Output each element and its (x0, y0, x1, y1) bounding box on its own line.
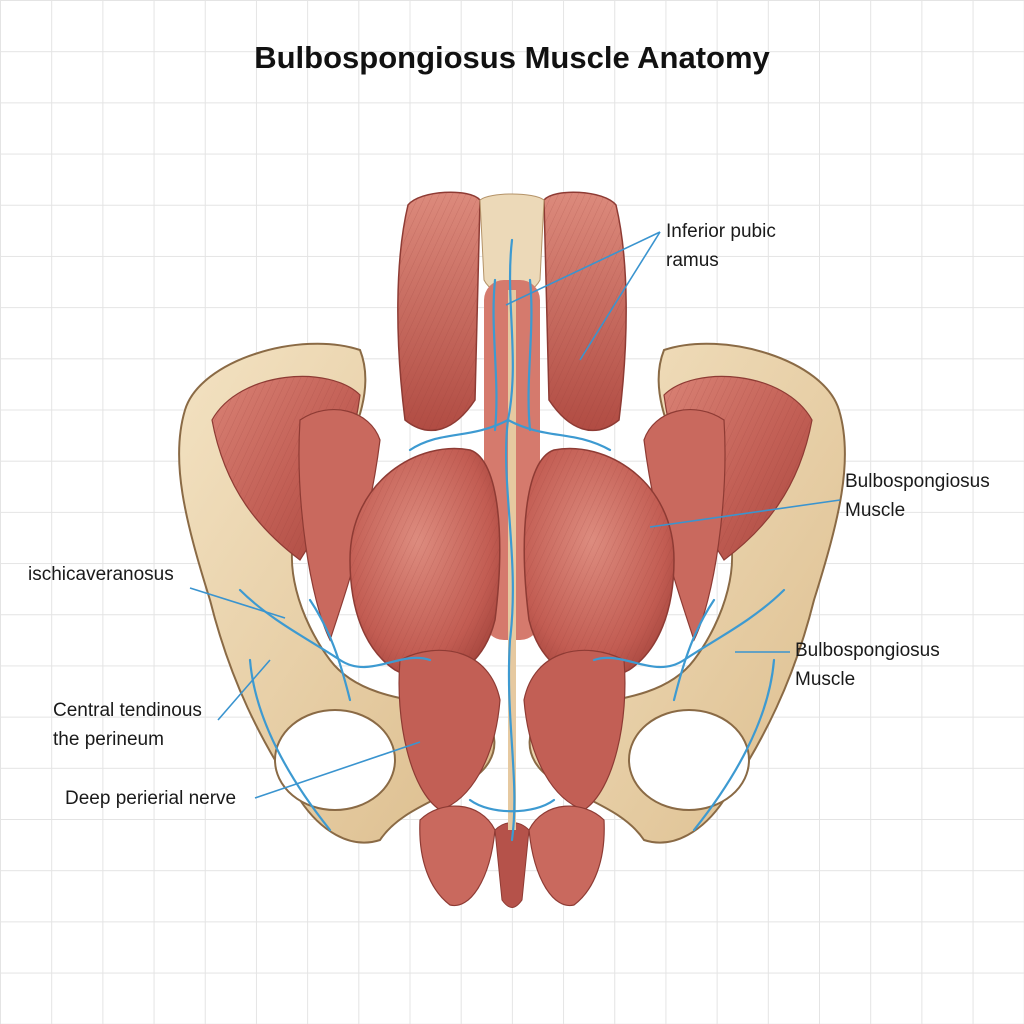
leader-bulbospongiosus-upper (649, 499, 841, 528)
leader-lines (189, 231, 841, 799)
diagram-title: Bulbospongiosus Muscle Anatomy (254, 40, 770, 75)
lateral-muscles (211, 375, 813, 642)
label-ischiocavernosus: ischicaveranosus (28, 564, 174, 585)
leader-ischiocavernosus (189, 587, 286, 619)
label-deep-perineal-nerve: Deep perierial nerve (65, 788, 237, 809)
leader-central-tendon (217, 659, 271, 721)
label-bulbospongiosus-upper: Bulbospongiosus Muscle (845, 471, 990, 521)
upper-muscle-bundles (397, 191, 627, 640)
bulbospongiosus-bellies (349, 447, 675, 908)
leader-inferior-pubic-ramus-2 (579, 231, 661, 361)
nerve-branches (238, 238, 786, 842)
label-bulbospongiosus-lower: Bulbospongiosus Muscle (795, 640, 940, 690)
leader-deep-perineal-nerve (254, 741, 421, 799)
leader-inferior-pubic-ramus-1 (505, 231, 661, 306)
label-central-tendon: Central tendinous the perineum (53, 700, 202, 750)
label-inferior-pubic-ramus: Inferior pubic ramus (666, 221, 776, 271)
